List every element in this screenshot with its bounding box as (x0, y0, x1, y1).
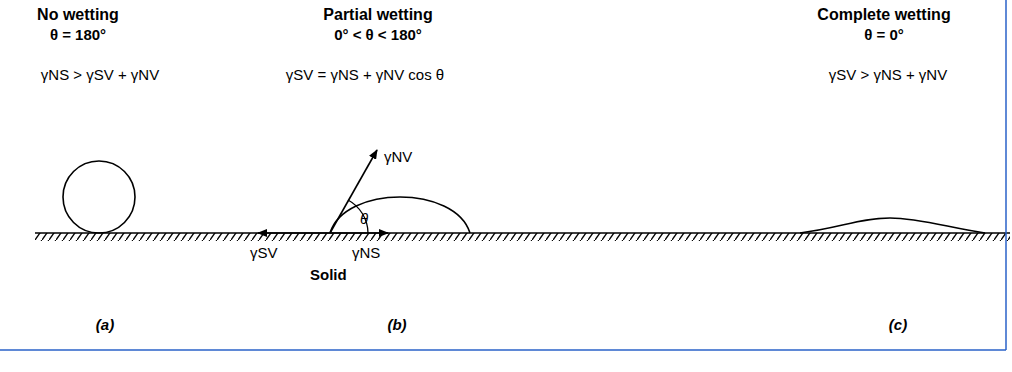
material-label: Solid (310, 266, 347, 283)
panel-heading: Complete wetting (817, 6, 950, 24)
tension-relation: γSV = γNS + γNV cos θ (286, 66, 444, 83)
gamma-ns-arrow (330, 232, 388, 234)
tension-relation: γNS > γSV + γNV (41, 66, 159, 83)
partial-wetting-drop (330, 197, 470, 233)
tension-relation: γSV > γNS + γNV (829, 66, 947, 83)
wetting-film (800, 218, 985, 233)
panel-heading: Partial wetting (323, 6, 432, 24)
frame-right (1005, 0, 1007, 350)
tension-label: γNV (384, 148, 412, 165)
frame-bottom (0, 349, 1006, 351)
angle-condition: θ = 0° (864, 26, 904, 43)
non-wetting-drop (63, 161, 135, 233)
panel-heading: No wetting (37, 6, 119, 24)
contact-angle-arc (348, 200, 368, 233)
angle-label: θ (360, 210, 368, 227)
angle-condition: θ = 180° (50, 26, 106, 43)
gamma-nv-arrow (330, 150, 377, 233)
angle-condition: 0° < θ < 180° (334, 26, 422, 43)
panel-letter: (c) (889, 316, 907, 333)
gamma-sv-arrow (258, 232, 330, 234)
tension-label: γSV (250, 244, 278, 261)
solid-surface (35, 232, 1010, 234)
solid-hatching (35, 233, 1010, 241)
panel-letter: (b) (387, 316, 406, 333)
tension-label: γNS (352, 244, 380, 261)
panel-letter: (a) (96, 316, 114, 333)
